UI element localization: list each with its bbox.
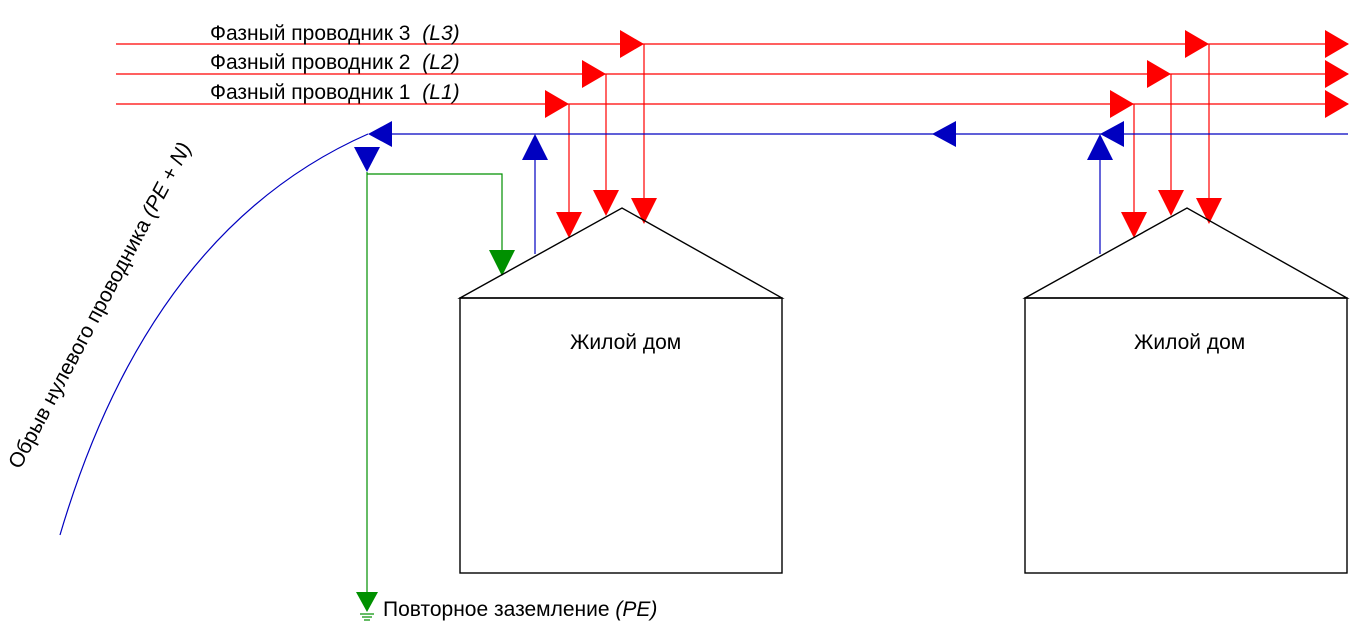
pen-split-arrow xyxy=(354,147,380,172)
house-2: Жилой дом xyxy=(1022,207,1350,574)
phase-label-l2: Фазный проводник 2 (L2) xyxy=(210,51,460,74)
phase-drop-arrow-l2-house-2 xyxy=(1158,190,1184,216)
phase-drop-arrow-l3-house-1 xyxy=(631,198,657,224)
pen-arrow-middle xyxy=(932,121,956,147)
pe-arrow-house-1 xyxy=(489,250,515,276)
phase-label-l2-name: Фазный проводник 2 xyxy=(210,51,410,74)
pen-return-arrow-house-1 xyxy=(522,134,548,160)
phase-l2-arrow-1 xyxy=(582,60,606,88)
phase-conductors xyxy=(116,30,1349,238)
phase-l2-end-arrow xyxy=(1325,60,1349,88)
pen-return-arrow-house-2 xyxy=(1087,134,1113,160)
house-2-roof xyxy=(1022,207,1350,299)
pen-arrow-left-end xyxy=(368,121,392,147)
phase-l2-arrow-2 xyxy=(1147,60,1171,88)
pe-arrow-ground xyxy=(356,592,378,612)
phase-l3-arrow-2 xyxy=(1185,30,1209,58)
neutral-break-code: (PE + N) xyxy=(138,139,196,221)
phase-drop-arrow-l1-house-2 xyxy=(1121,212,1147,238)
phase-drop-arrow-l2-house-1 xyxy=(593,190,619,216)
phase-label-l3: Фазный проводник 3 (L3) xyxy=(210,22,460,45)
grounding-code: (PE) xyxy=(615,598,657,621)
phase-label-l1: Фазный проводник 1 (L1) xyxy=(210,81,460,104)
neutral-break-text: Обрыв нулевого проводника xyxy=(4,210,158,472)
phase-label-l1-name: Фазный проводник 1 xyxy=(210,81,410,104)
house-2-body xyxy=(1024,297,1348,574)
grounding-text: Повторное заземление xyxy=(383,598,615,621)
phase-drop-arrow-l1-house-1 xyxy=(556,212,582,238)
phase-l3-arrow-1 xyxy=(620,30,644,58)
pe-conductor xyxy=(356,172,515,621)
phase-l1-arrow-1 xyxy=(545,90,569,118)
house-1-label: Жилой дом xyxy=(570,331,681,354)
phase-l1-end-arrow xyxy=(1325,90,1349,118)
phase-label-l3-name: Фазный проводник 3 xyxy=(210,22,410,45)
house-2-label: Жилой дом xyxy=(1134,331,1245,354)
phase-drop-arrow-l3-house-2 xyxy=(1196,198,1222,224)
house-1-body xyxy=(459,297,783,574)
phase-label-l3-code: (L3) xyxy=(422,22,459,45)
phase-label-l1-code: (L1) xyxy=(422,81,459,104)
pen-conductor xyxy=(59,121,1348,536)
ground-icon xyxy=(360,613,374,621)
pe-branch-to-house-1 xyxy=(367,173,503,250)
phase-label-l2-code: (L2) xyxy=(422,51,459,74)
phase-l3-end-arrow xyxy=(1325,30,1349,58)
grounding-label: Повторное заземление (PE) xyxy=(383,598,657,621)
broken-neutral-curve xyxy=(59,133,369,536)
house-1: Жилой дом xyxy=(457,207,785,574)
phase-l1-arrow-2 xyxy=(1110,90,1134,118)
pen-arrow-house-2 xyxy=(1100,121,1124,147)
